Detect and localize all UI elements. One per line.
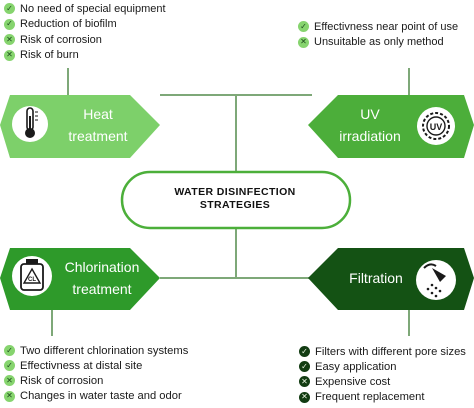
- uv-lamp-icon: UV: [417, 107, 455, 145]
- cross-icon: ✕: [298, 36, 309, 48]
- uv-irradiation-label: UV irradiation: [330, 103, 410, 147]
- filtration-label: Filtration: [336, 267, 416, 289]
- list-item: ✕ Risk of corrosion: [4, 373, 188, 388]
- check-icon: ✓: [4, 360, 15, 372]
- check-icon: ✓: [4, 18, 15, 30]
- list-item: ✓ Easy application: [299, 359, 466, 374]
- cl-icon-text: CL: [28, 277, 36, 283]
- list-item: ✓ Effectivness at distal site: [4, 358, 188, 373]
- chlorination-label-line1: Chlorination: [64, 259, 140, 275]
- check-icon: ✓: [299, 361, 310, 373]
- list-item-text: Risk of burn: [20, 49, 79, 62]
- list-item: ✕ Risk of corrosion: [4, 32, 166, 48]
- uv-pros-cons-list: ✓ Effectivness near point of use ✕ Unsuita…: [298, 19, 458, 50]
- chlorine-bottle-icon: CL: [12, 256, 52, 296]
- chlorination-label-line2: treatment: [72, 281, 132, 297]
- uv-label-line1: UV: [360, 106, 380, 122]
- uv-icon-text: UV: [430, 122, 443, 132]
- center-strategies-box: [120, 170, 352, 230]
- cross-icon: ✕: [4, 34, 15, 46]
- list-item: ✕ Expensive cost: [299, 374, 466, 389]
- list-item-text: Reduction of biofilm: [20, 18, 117, 31]
- list-item: ✕ Frequent replacement: [299, 390, 466, 405]
- list-item: ✓ Reduction of biofilm: [4, 17, 166, 33]
- list-item-text: No need of special equipment: [20, 2, 166, 15]
- chlorination-treatment-label: Chlorination treatment: [52, 256, 152, 300]
- cross-icon: ✕: [299, 376, 310, 388]
- heat-label-line2: treatment: [68, 128, 128, 144]
- list-item: ✕ Unsuitable as only method: [298, 35, 458, 51]
- shower-icon: [416, 260, 456, 300]
- list-item-text: Expensive cost: [315, 375, 391, 388]
- heat-pros-cons-list: ✓ No need of special equipment ✓ Reduction…: [4, 1, 166, 63]
- list-item: ✓ Filters with different pore sizes: [299, 344, 466, 359]
- heat-label-line1: Heat: [83, 106, 113, 122]
- list-item: ✓ Two different chlorination systems: [4, 343, 188, 358]
- list-item: ✕ Changes in water taste and odor: [4, 389, 188, 404]
- list-item-text: Effectivness at distal site: [20, 359, 143, 372]
- thermometer-icon: [12, 106, 48, 142]
- list-item-text: Risk of corrosion: [20, 33, 102, 46]
- filtration-label-line1: Filtration: [349, 270, 403, 286]
- list-item: ✓ Effectivness near point of use: [298, 19, 458, 35]
- list-item-text: Effectivness near point of use: [314, 20, 459, 33]
- list-item-text: Two different chlorination systems: [20, 344, 189, 357]
- list-item-text: Changes in water taste and odor: [20, 390, 182, 403]
- heat-treatment-label: Heat treatment: [58, 103, 138, 147]
- list-item: ✓ No need of special equipment: [4, 1, 166, 17]
- check-icon: ✓: [299, 346, 310, 358]
- list-item-text: Risk of corrosion: [20, 374, 104, 387]
- list-item: ✕ Risk of burn: [4, 48, 166, 64]
- list-item-text: Easy application: [315, 360, 397, 373]
- check-icon: ✓: [4, 345, 15, 357]
- list-item-text: Filters with different pore sizes: [315, 345, 466, 358]
- center-title: WATER DISINFECTION STRATEGIES: [150, 186, 320, 212]
- uv-label-line2: irradiation: [339, 128, 401, 144]
- list-item-text: Frequent replacement: [315, 391, 425, 404]
- connectors: [51, 68, 410, 336]
- cross-icon: ✕: [4, 375, 15, 387]
- filtration-pros-cons-list: ✓ Filters with different pore sizes ✓ Easy…: [299, 344, 466, 405]
- cross-icon: ✕: [4, 390, 15, 402]
- check-icon: ✓: [4, 3, 15, 15]
- cross-icon: ✕: [299, 391, 310, 403]
- chlorination-pros-cons-list: ✓ Two different chlorination systems ✓ Eff…: [4, 343, 188, 404]
- check-icon: ✓: [298, 21, 309, 33]
- list-item-text: Unsuitable as only method: [314, 36, 444, 49]
- cross-icon: ✕: [4, 49, 15, 61]
- center-title-line1: WATER DISINFECTION: [174, 186, 296, 198]
- center-title-line2: STRATEGIES: [199, 199, 271, 211]
